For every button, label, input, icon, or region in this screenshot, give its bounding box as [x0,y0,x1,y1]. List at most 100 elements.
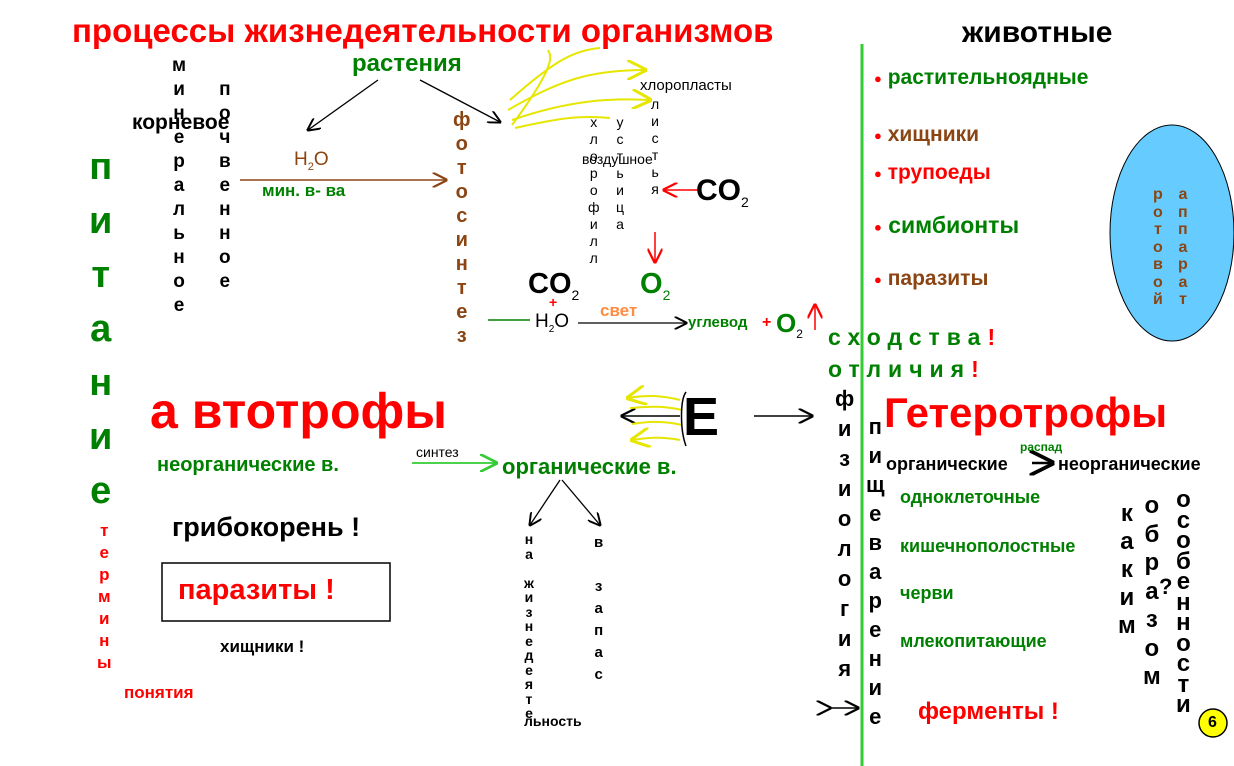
v-letter: п [1178,203,1188,221]
v-letter: й [1153,291,1163,308]
v-letter: в [594,534,604,551]
excl-2: ! [971,356,986,382]
v-letter: и [837,476,852,501]
v-letter: и [524,589,534,605]
animal-scavengers-text: трупоеды [887,161,991,184]
v-letter: ж [524,574,534,591]
v-letter: о [219,103,231,124]
arrow-to-life [530,479,561,525]
v-letter: е [869,617,882,642]
v-letter: п [868,414,882,439]
slide-number: 6 [1208,714,1217,731]
v-letter: в [219,151,231,172]
v-letter: е [456,301,468,323]
energy-ray-1 [628,396,681,400]
v-letter: т [616,148,624,164]
parasites-box [161,562,391,622]
v-letter: о [1153,273,1163,291]
parasites-box-label: паразиты ! [178,574,335,606]
v-letter: о [1144,492,1160,519]
group-worms: черви [900,583,954,603]
v-letter: и [173,79,185,100]
v-letter: и [589,216,598,232]
v-letter: т [1177,670,1190,698]
v-letter: щ [866,472,885,497]
synthesis-label: синтез [416,444,459,460]
autotrophs-rest: тотрофы [221,383,447,439]
v-letter: и [99,609,110,628]
v-letter: л [837,536,852,561]
v-letter: о [1153,203,1163,221]
autotrophs-v: в [191,383,222,439]
v-letter: п [89,146,113,188]
v-letter: с [651,130,659,146]
v-letter: о [837,566,852,591]
v-letter: п [219,79,231,100]
v-letter: и [616,182,624,198]
carbohydrate-label: углевод [688,314,748,331]
v-letter: ц [616,199,625,215]
organic-h-label: органические [886,454,1008,474]
v-letter: а [1178,186,1188,203]
group-coelenterates: кишечнополостные [900,536,1076,556]
v-letter: и [837,626,852,651]
v-letter: е [90,470,112,512]
sun-ray-1 [507,70,645,111]
page-title: процессы жизнедеятельности организмов [72,12,774,49]
v-letter: а [594,600,603,617]
v-letter: е [173,295,185,316]
v-letter: н [1176,609,1191,636]
v-letter: ь [616,165,624,181]
v-letter: е [1176,568,1191,595]
v-letter: з [594,578,603,595]
v-letter: я [651,181,659,197]
v-letter: м [1118,612,1136,639]
v-letter: л [589,250,598,266]
v-letter: ь [173,223,185,244]
v-letter: н [455,253,468,275]
inorganic-label: неорганические в. [157,454,339,476]
v-letter: л [589,233,598,249]
v-letter: п [594,622,604,639]
mouth-oval [1109,124,1234,342]
v-letter: т [100,521,109,540]
v-letter: и [837,416,852,441]
v-letter: и [1119,584,1135,611]
v-letter: о [219,247,231,268]
v-letter: и [868,443,883,468]
animal-predators-text: хищники [887,123,980,146]
v-letter: т [456,277,467,299]
v-letter: с [1176,650,1191,677]
v-letter: н [219,223,231,244]
arrow-plants-to-photo [419,79,500,122]
v-letter: а [525,545,533,562]
animal-scavengers: ● трупоеды [874,162,991,183]
v-letter: е [525,632,533,649]
v-letter: с [616,131,624,147]
v-letter: о [1176,486,1191,513]
v-letter: в [868,530,883,555]
v-letter: е [99,543,109,562]
similarities-label: сходства! [828,326,1002,349]
energy-label: E [683,387,720,447]
v-letter: к [1120,556,1133,583]
bullet: ● [874,127,882,143]
bullet: ● [874,70,882,86]
predators-small: хищники ! [220,637,305,656]
v-letter: о [455,133,468,155]
v-letter: т [1154,221,1162,238]
autotrophs-title: а втотрофы [150,386,447,436]
v-letter [597,554,601,576]
energy-ray-3 [631,420,683,426]
differences-label: отличия! [828,358,986,381]
slide-badge [1198,708,1228,738]
v-letter: о [455,181,468,203]
